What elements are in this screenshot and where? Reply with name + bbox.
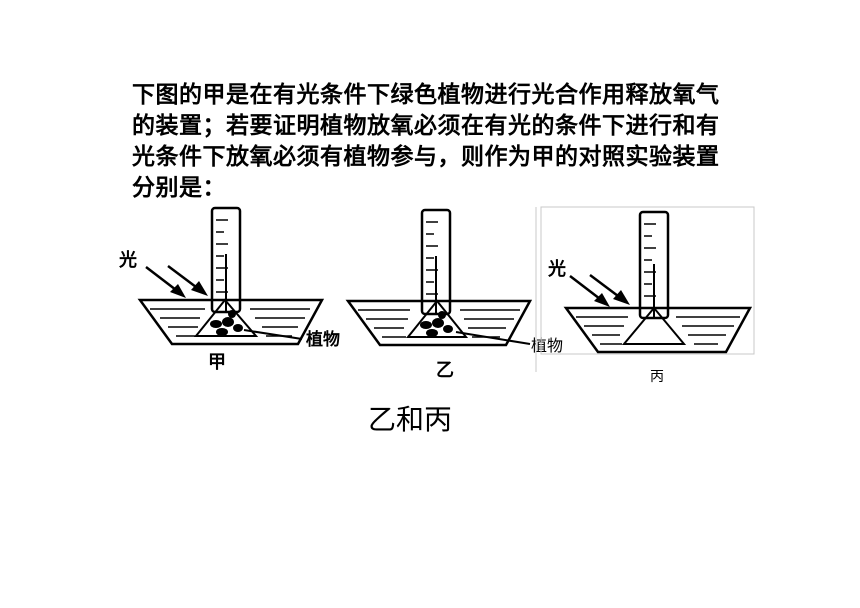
funnel-bing (621, 306, 687, 345)
plant-jia (210, 310, 243, 336)
plant-label-yi: 植物 (531, 336, 563, 355)
question-text: 下图的甲是在有光条件下绿色植物进行光合作用释放氧气 的装置；若要证明植物放氧必须… (132, 80, 752, 204)
question-line-4: 分别是： (132, 175, 226, 201)
light-label-jia: 光 (118, 249, 137, 271)
question-line-3: 光条件下放氧必须有植物参与，则作为甲的对照实验装置 (132, 144, 720, 170)
basin-jia (137, 298, 325, 346)
setup-label-jia: 甲 (208, 352, 226, 373)
question-line-1: 下图的甲是在有光条件下绿色植物进行光合作用释放氧气 (132, 82, 720, 108)
light-label-bing: 光 (547, 258, 566, 280)
basin-yi (345, 299, 533, 347)
light-arrows-bing (569, 274, 630, 307)
plant-label-jia: 植物 (306, 329, 340, 350)
water-bing (576, 316, 740, 345)
answer-text: 乙和丙 (368, 403, 453, 436)
setup-yi: 植物 乙 (345, 208, 563, 381)
setup-label-bing: 丙 (650, 369, 664, 385)
frame-bing (540, 206, 755, 355)
funnel-jia (193, 298, 259, 337)
setup-jia: 光 植物 甲 (118, 206, 340, 373)
setup-bing: 光 丙 (535, 206, 755, 385)
question-line-2: 的装置；若要证明植物放氧必须在有光的条件下进行和有 (132, 113, 720, 139)
basin-bing (563, 306, 753, 354)
water-jia (150, 308, 310, 337)
water-yi (358, 309, 520, 338)
light-arrows-jia (145, 265, 208, 298)
setup-label-yi: 乙 (436, 360, 454, 381)
funnel-yi (405, 299, 469, 338)
